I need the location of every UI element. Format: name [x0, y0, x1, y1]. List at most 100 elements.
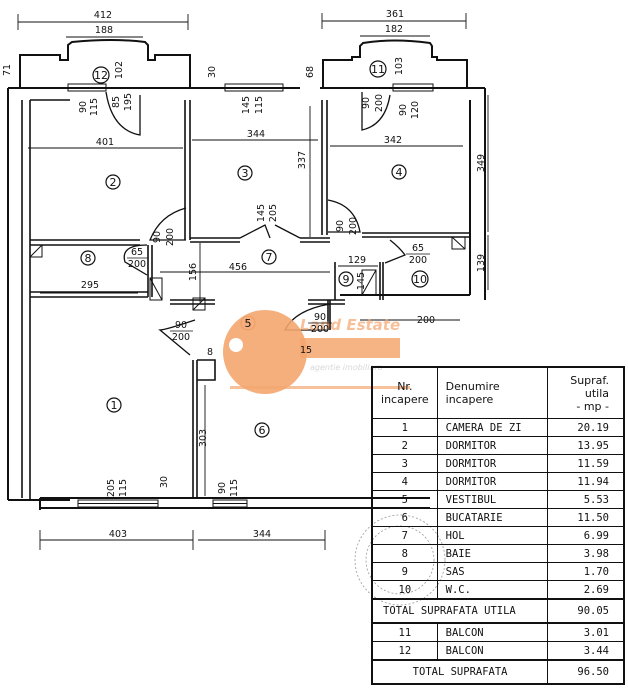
- svg-text:195: 195: [123, 93, 134, 111]
- svg-text:15: 15: [300, 345, 312, 356]
- svg-text:3: 3: [242, 167, 249, 180]
- svg-text:182: 182: [385, 24, 403, 35]
- svg-text:342: 342: [384, 135, 402, 146]
- svg-text:1: 1: [111, 399, 118, 412]
- svg-text:10: 10: [413, 273, 427, 286]
- total-useful-value: 90.05: [547, 598, 625, 624]
- door-swings: [105, 91, 407, 356]
- svg-text:337: 337: [297, 151, 308, 169]
- svg-text:200: 200: [417, 315, 435, 326]
- svg-text:403: 403: [109, 529, 127, 540]
- svg-text:145: 145: [256, 204, 267, 222]
- svg-text:90: 90: [175, 320, 187, 331]
- svg-text:295: 295: [81, 280, 99, 291]
- svg-text:120: 120: [410, 101, 421, 119]
- svg-text:129: 129: [348, 255, 366, 266]
- svg-text:115: 115: [89, 98, 100, 116]
- svg-text:188: 188: [95, 25, 113, 36]
- svg-text:115: 115: [254, 96, 265, 114]
- svg-text:139: 139: [476, 254, 487, 272]
- total-row: TOTAL SUPRAFATA 96.50: [371, 659, 625, 685]
- svg-text:8: 8: [85, 252, 92, 265]
- svg-text:30: 30: [207, 66, 218, 78]
- svg-text:2: 2: [110, 176, 117, 189]
- svg-text:90: 90: [398, 104, 409, 116]
- svg-text:344: 344: [247, 129, 265, 140]
- col-header-nr: Nr. incapere: [371, 366, 438, 419]
- total-useful-row: TOTAL SUPRAFATA UTILA 90.05: [371, 598, 625, 624]
- svg-text:90: 90: [217, 482, 228, 494]
- svg-text:115: 115: [229, 479, 240, 497]
- svg-text:8: 8: [207, 347, 213, 358]
- svg-text:303: 303: [198, 429, 209, 447]
- svg-text:200: 200: [348, 217, 359, 235]
- table-header: Nr. incapere Denumire incapere Supraf. u…: [371, 366, 625, 419]
- total-value: 96.50: [547, 659, 625, 685]
- svg-text:115: 115: [118, 479, 129, 497]
- col-header-area: Supraf. utila - mp -: [547, 366, 625, 419]
- svg-text:200: 200: [128, 259, 146, 270]
- svg-text:12: 12: [94, 69, 108, 82]
- svg-text:9: 9: [343, 273, 350, 286]
- svg-text:90: 90: [78, 101, 89, 113]
- svg-text:344: 344: [253, 529, 271, 540]
- svg-text:90: 90: [361, 97, 372, 109]
- svg-text:361: 361: [386, 9, 404, 20]
- balcony-11: [322, 39, 468, 88]
- windows: [67, 83, 434, 508]
- svg-text:103: 103: [394, 57, 405, 75]
- svg-text:85: 85: [111, 96, 122, 108]
- dimension-lines: [17, 13, 489, 550]
- svg-text:145: 145: [356, 272, 367, 290]
- svg-text:456: 456: [229, 262, 247, 273]
- svg-text:200: 200: [165, 228, 176, 246]
- svg-text:200: 200: [374, 94, 385, 112]
- svg-text:90: 90: [152, 231, 163, 243]
- svg-text:71: 71: [2, 64, 13, 76]
- svg-text:90: 90: [314, 312, 326, 323]
- svg-text:200: 200: [409, 255, 427, 266]
- svg-text:349: 349: [476, 154, 487, 172]
- svg-text:200: 200: [172, 332, 190, 343]
- svg-text:205: 205: [268, 204, 279, 222]
- vent-shafts: [29, 236, 466, 311]
- svg-text:102: 102: [114, 61, 125, 79]
- room-numbers: 1 2 3 4 5 6 7 8 9 10 11 12: [85, 63, 428, 437]
- svg-text:4: 4: [396, 166, 403, 179]
- svg-text:205: 205: [106, 479, 117, 497]
- dimension-labels: 412 188 71 102 90 115 85 195 401 30 145 …: [2, 9, 487, 540]
- svg-text:7: 7: [266, 251, 273, 264]
- svg-text:200: 200: [311, 324, 329, 335]
- svg-text:412: 412: [94, 10, 112, 21]
- svg-text:65: 65: [412, 243, 424, 254]
- svg-text:11: 11: [371, 63, 385, 76]
- svg-text:30: 30: [159, 476, 170, 488]
- svg-text:5: 5: [245, 317, 252, 330]
- svg-text:156: 156: [188, 263, 199, 281]
- svg-text:401: 401: [96, 137, 114, 148]
- watermark-brand: Land Estate: [300, 316, 400, 334]
- col-header-name: Denumire incapere: [436, 366, 549, 419]
- svg-text:145: 145: [241, 96, 252, 114]
- area-table: Nr. incapere Denumire incapere Supraf. u…: [371, 366, 625, 685]
- svg-text:90: 90: [335, 220, 346, 232]
- watermark-logo: Land Estate agentie imobiliara: [223, 310, 410, 394]
- interior-walls: [30, 100, 470, 498]
- svg-text:6: 6: [259, 424, 266, 437]
- balcony-12: [19, 39, 191, 88]
- total-label: TOTAL SUPRAFATA: [371, 659, 549, 685]
- svg-text:68: 68: [305, 66, 316, 78]
